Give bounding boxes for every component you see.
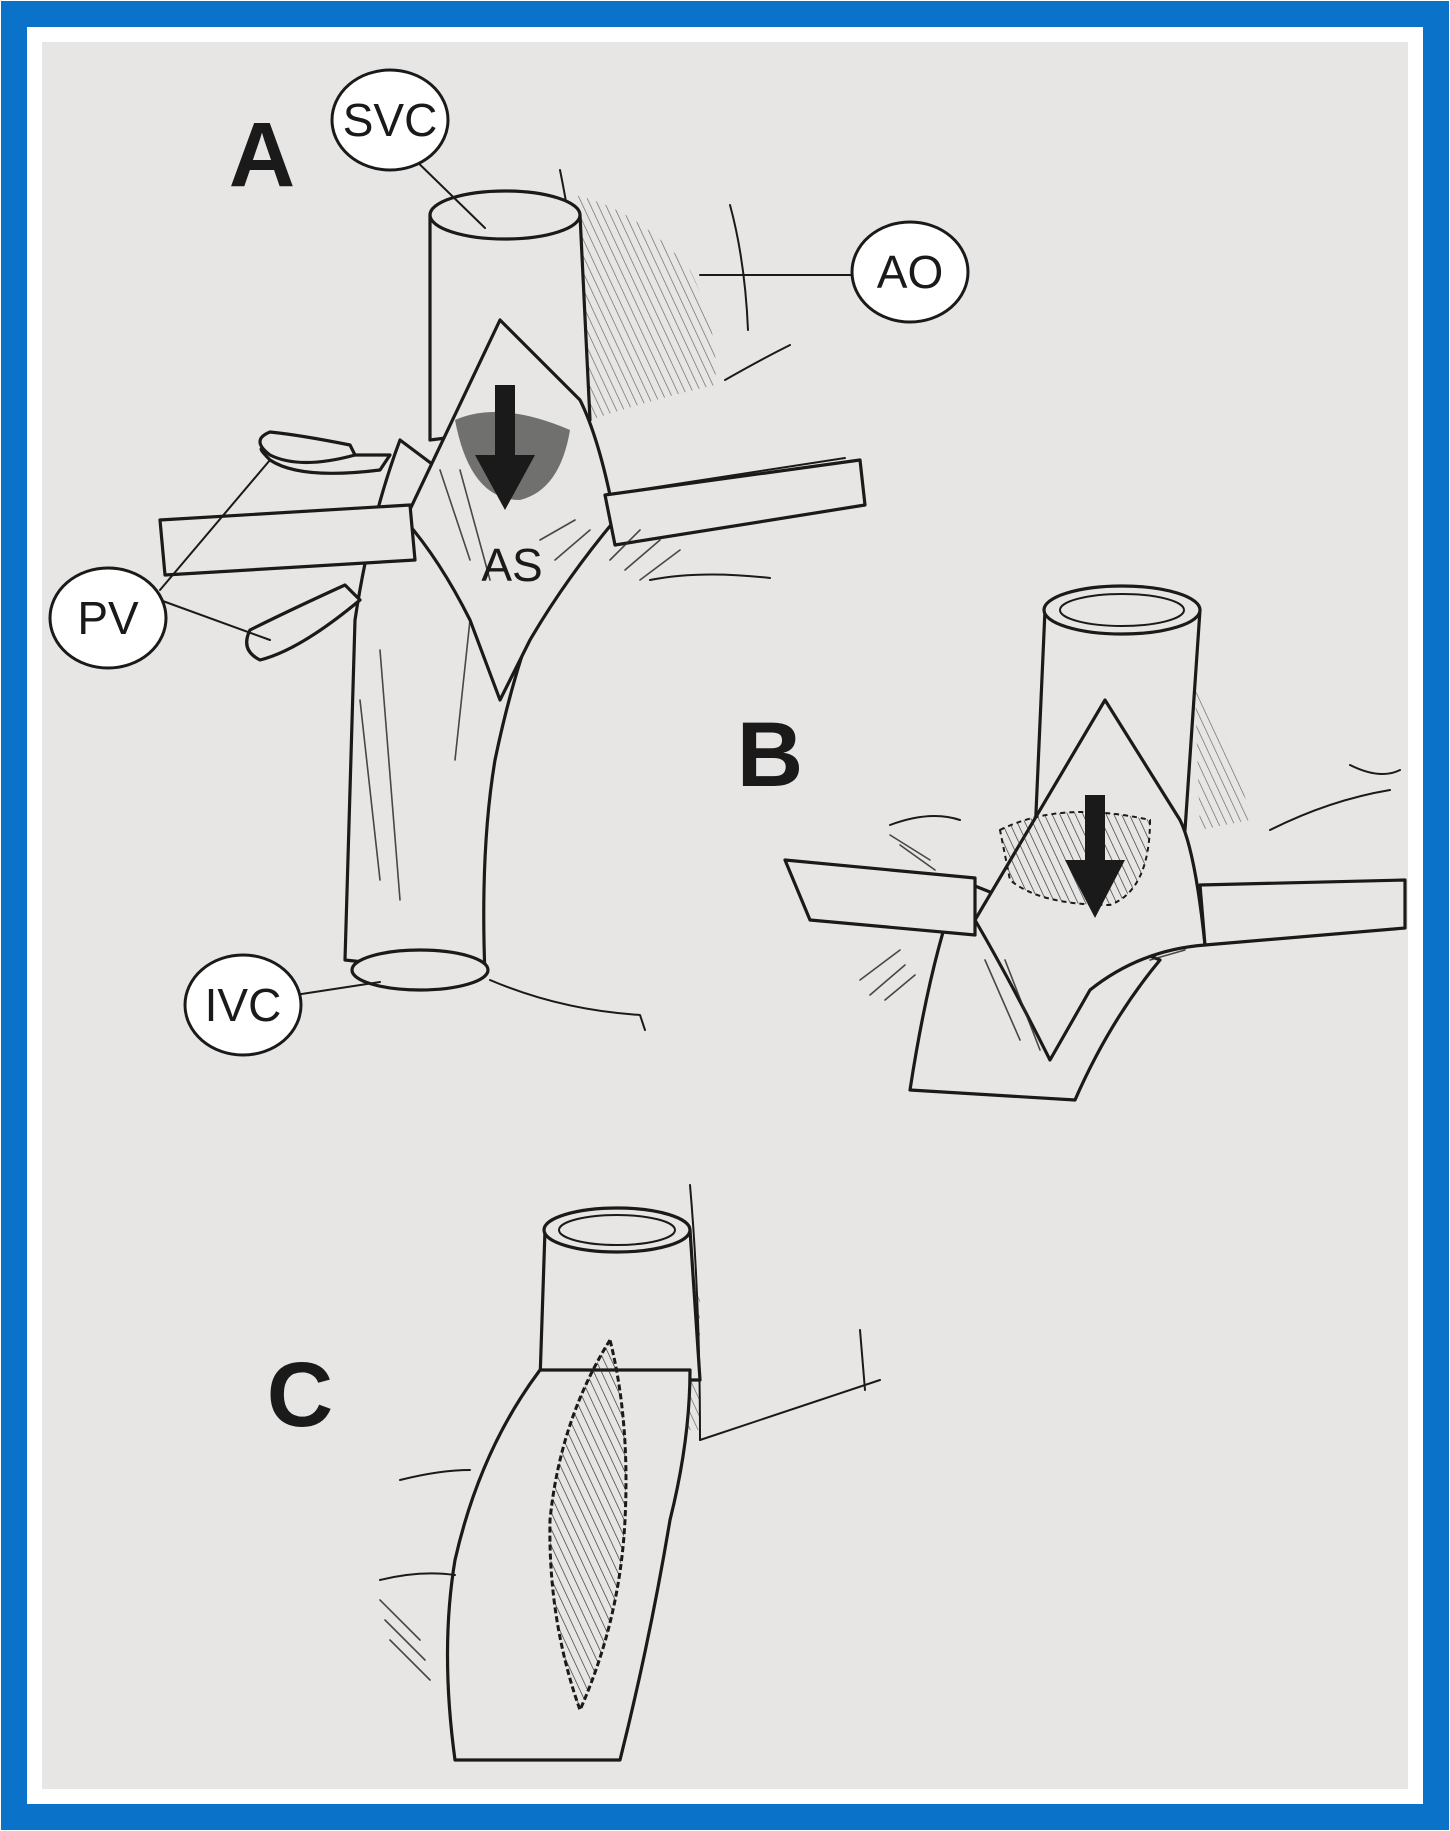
svc-opening [428,189,582,241]
aorta-outline [729,204,749,331]
retractor-left [158,503,417,577]
panel-a-drawing [158,169,867,1031]
ao-label: AO [877,246,943,298]
retractor-right-b [1198,878,1407,947]
pv-label: PV [77,592,139,644]
pv-label-circle [48,566,168,670]
flow-arrow-b [1065,795,1125,918]
suture-line-c [548,1336,628,1715]
aorta-shape [575,195,716,420]
retractor-left-b [783,858,977,937]
as-label: AS [481,539,542,591]
panel-c-drawing [379,1184,881,1762]
ao-label-circle [850,220,970,324]
ivc-label: IVC [205,979,282,1031]
incision-window [403,318,617,702]
svc-label: SVC [343,94,438,146]
aorta-shape-b [1195,690,1250,830]
panel-label-a: A [229,104,295,206]
flow-arrow-a [475,385,535,510]
panel-label-c: C [267,1344,333,1446]
svc-label-circle [330,68,450,172]
panel-b-drawing [783,584,1407,1102]
retractor-right [603,458,867,547]
panel-label-b: B [737,704,803,806]
pulmonary-vein-lower [245,583,362,662]
ivc-label-circle [183,953,303,1057]
ivc-opening [350,948,490,992]
pulmonary-vein-upper-tip [258,430,357,465]
